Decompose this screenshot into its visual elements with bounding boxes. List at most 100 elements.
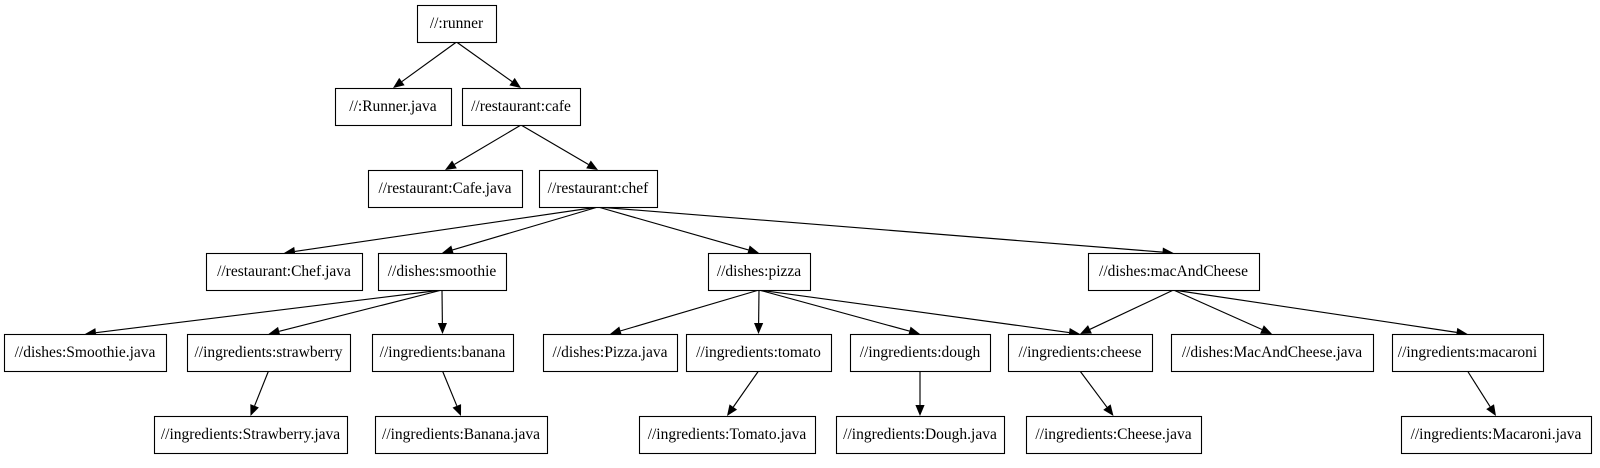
node-box[interactable] bbox=[1400, 415, 1593, 455]
node-box[interactable] bbox=[1391, 333, 1545, 373]
edge-line bbox=[1173, 289, 1263, 331]
node-box[interactable] bbox=[371, 333, 515, 373]
node-box[interactable] bbox=[542, 333, 679, 373]
node-label: //ingredients:Banana.java bbox=[382, 426, 540, 443]
edge-ing_banana-to-banana_java bbox=[441, 370, 462, 416]
edge-line bbox=[597, 206, 1163, 253]
edge-ing_macaroni-to-macaroni_java bbox=[1467, 370, 1496, 416]
graph-node-dishes_smoothie[interactable]: //dishes:smoothie bbox=[377, 252, 508, 292]
node-box[interactable] bbox=[186, 333, 352, 373]
graph-node-ing_macaroni[interactable]: //ingredients:macaroni bbox=[1391, 333, 1545, 373]
node-box[interactable] bbox=[685, 333, 833, 373]
edge-line bbox=[1079, 370, 1108, 408]
edge-ing_strawberry-to-strawberry_java bbox=[250, 370, 270, 416]
node-label: //dishes:Pizza.java bbox=[553, 344, 668, 361]
node-box[interactable] bbox=[835, 415, 1006, 455]
node-box[interactable] bbox=[377, 252, 508, 292]
node-box[interactable] bbox=[3, 333, 168, 373]
graph-node-dishes_pizza[interactable]: //dishes:pizza bbox=[707, 252, 812, 292]
node-label: //ingredients:dough bbox=[860, 344, 981, 361]
node-box[interactable] bbox=[416, 4, 498, 44]
graph-node-macaroni_java[interactable]: //ingredients:Macaroni.java bbox=[1400, 415, 1593, 455]
edge-ing_dough-to-dough_java bbox=[915, 371, 925, 416]
graph-node-ing_cheese[interactable]: //ingredients:cheese bbox=[1007, 333, 1154, 373]
edge-dishes_smoothie-to-smoothie_java bbox=[85, 289, 443, 338]
node-label: //ingredients:tomato bbox=[696, 344, 821, 361]
edge-restaurant_cafe-to-cafe_java bbox=[445, 124, 522, 170]
arrowhead-icon bbox=[437, 322, 447, 334]
node-box[interactable] bbox=[374, 415, 549, 455]
graph-node-ing_tomato[interactable]: //ingredients:tomato bbox=[685, 333, 833, 373]
graph-node-tomato_java[interactable]: //ingredients:Tomato.java bbox=[638, 415, 817, 455]
node-box[interactable] bbox=[1087, 252, 1261, 292]
node-label: //dishes:smoothie bbox=[388, 263, 497, 280]
edge-line bbox=[520, 124, 589, 165]
arrowhead-icon bbox=[915, 405, 925, 416]
node-box[interactable] bbox=[461, 87, 582, 127]
graph-node-dough_java[interactable]: //ingredients:Dough.java bbox=[835, 415, 1006, 455]
edge-line bbox=[441, 370, 458, 407]
graph-node-ing_strawberry[interactable]: //ingredients:strawberry bbox=[186, 333, 352, 373]
node-box[interactable] bbox=[638, 415, 817, 455]
edge-dishes_macandchs-to-ing_cheese bbox=[1080, 289, 1174, 334]
nodes-layer: //:runner //:Runner.java //restaurant:cafe… bbox=[3, 4, 1593, 455]
edge-line bbox=[452, 206, 599, 251]
graph-node-macandcheese_java[interactable]: //dishes:MacAndCheese.java bbox=[1170, 333, 1375, 373]
node-box[interactable] bbox=[334, 87, 453, 127]
node-box[interactable] bbox=[1170, 333, 1375, 373]
edge-dishes_pizza-to-ing_cheese bbox=[758, 289, 1080, 338]
node-label: //dishes:Smoothie.java bbox=[15, 344, 156, 361]
arrowhead-icon bbox=[268, 326, 281, 336]
arrowhead-icon bbox=[1260, 325, 1272, 334]
edge-line bbox=[1089, 289, 1174, 330]
node-label: //ingredients:Tomato.java bbox=[648, 426, 807, 443]
node-box[interactable] bbox=[538, 169, 659, 209]
edge-line bbox=[758, 289, 1070, 334]
arrowhead-icon bbox=[1080, 325, 1092, 334]
edge-dishes_macandchs-to-macandcheese_java bbox=[1173, 289, 1272, 334]
arrowhead-icon bbox=[1486, 404, 1496, 416]
graph-node-chef_java[interactable]: //restaurant:Chef.java bbox=[205, 252, 364, 292]
node-label: //ingredients:Dough.java bbox=[843, 426, 997, 443]
node-box[interactable] bbox=[707, 252, 812, 292]
node-label: //dishes:macAndCheese bbox=[1099, 263, 1248, 280]
node-label: //:runner bbox=[430, 15, 484, 32]
edge-line bbox=[620, 289, 760, 332]
node-box[interactable] bbox=[1007, 333, 1154, 373]
edge-runner-to-runner_java bbox=[393, 41, 457, 88]
edge-dishes_macandchs-to-ing_macaroni bbox=[1173, 289, 1468, 337]
arrowhead-icon bbox=[445, 160, 457, 170]
edge-dishes_smoothie-to-ing_strawberry bbox=[268, 289, 443, 336]
arrowhead-icon bbox=[747, 245, 759, 255]
graph-node-ing_banana[interactable]: //ingredients:banana bbox=[371, 333, 515, 373]
graph-node-runner_java[interactable]: //:Runner.java bbox=[334, 87, 453, 127]
arrowhead-icon bbox=[586, 160, 598, 170]
graph-node-cafe_java[interactable]: //restaurant:Cafe.java bbox=[367, 169, 524, 209]
graph-node-pizza_java[interactable]: //dishes:Pizza.java bbox=[542, 333, 679, 373]
arrowhead-icon bbox=[908, 326, 920, 336]
edge-dishes_pizza-to-ing_dough bbox=[758, 289, 920, 336]
node-box[interactable] bbox=[367, 169, 524, 209]
graph-node-restaurant_cafe[interactable]: //restaurant:cafe bbox=[461, 87, 582, 127]
node-box[interactable] bbox=[849, 333, 992, 373]
edge-line bbox=[454, 124, 522, 165]
graph-node-smoothie_java[interactable]: //dishes:Smoothie.java bbox=[3, 333, 168, 373]
arrowhead-icon bbox=[754, 322, 764, 334]
edge-restaurant_chef-to-dishes_pizza bbox=[597, 206, 759, 255]
arrowhead-icon bbox=[452, 404, 462, 416]
edge-line bbox=[1173, 289, 1457, 333]
node-box[interactable] bbox=[205, 252, 364, 292]
graph-node-dishes_macandchs[interactable]: //dishes:macAndCheese bbox=[1087, 252, 1261, 292]
graph-node-ing_dough[interactable]: //ingredients:dough bbox=[849, 333, 992, 373]
edge-dishes_pizza-to-pizza_java bbox=[610, 289, 760, 336]
graph-node-runner[interactable]: //:runner bbox=[416, 4, 498, 44]
graph-node-cheese_java[interactable]: //ingredients:Cheese.java bbox=[1025, 415, 1203, 455]
node-box[interactable] bbox=[153, 415, 349, 455]
node-label: //restaurant:cafe bbox=[471, 98, 571, 115]
node-box[interactable] bbox=[1025, 415, 1203, 455]
graph-node-restaurant_chef[interactable]: //restaurant:chef bbox=[538, 169, 659, 209]
graph-node-strawberry_java[interactable]: //ingredients:Strawberry.java bbox=[153, 415, 349, 455]
node-label: //ingredients:strawberry bbox=[194, 344, 342, 361]
graph-node-banana_java[interactable]: //ingredients:Banana.java bbox=[374, 415, 549, 455]
